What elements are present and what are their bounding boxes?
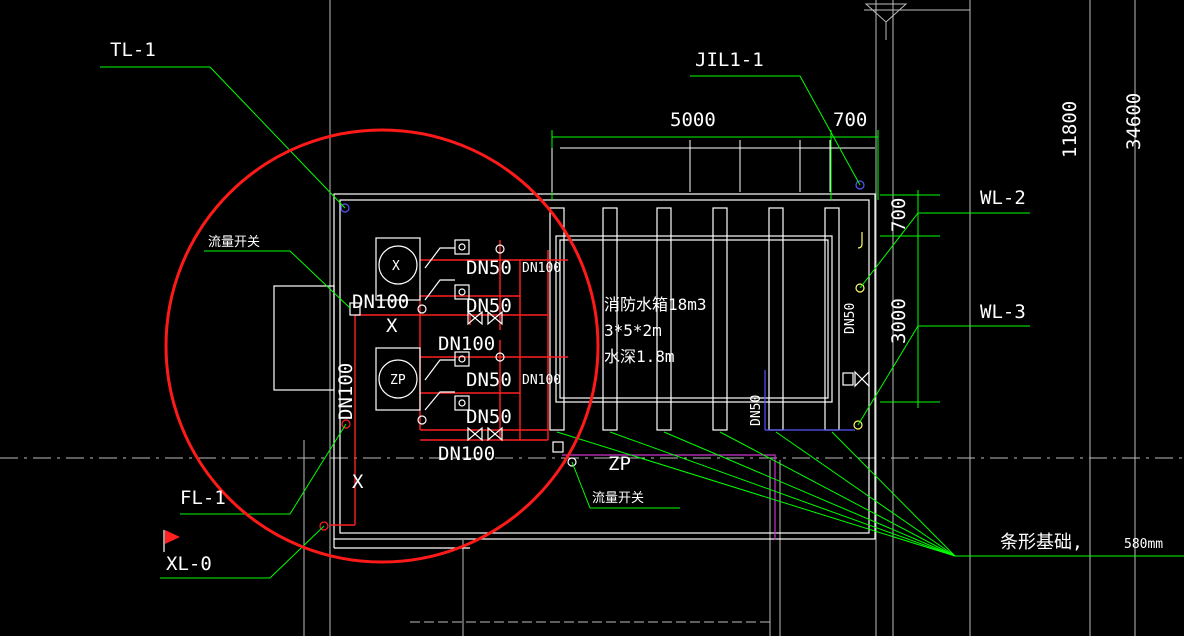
dimension-ticks <box>551 140 875 192</box>
foundation-strips <box>549 207 840 431</box>
label-dn50-a: DN50 <box>466 257 512 279</box>
tank-line-2: 3*5*2m <box>604 321 662 340</box>
dim-11800: 11800 <box>1059 101 1081 158</box>
label-dn100-small-b: DN100 <box>522 373 561 388</box>
label-pump-x: X <box>392 259 400 274</box>
room-outline <box>273 193 876 549</box>
label-dn50-tank: DN50 <box>843 303 858 334</box>
label-tl1: TL-1 <box>110 39 156 61</box>
label-zp: ZP <box>608 453 631 475</box>
label-dn100-b: DN100 <box>438 333 495 355</box>
water-tank <box>555 235 833 403</box>
label-wl2: WL-2 <box>980 187 1026 209</box>
dim-700-top: 700 <box>833 109 867 131</box>
valve-icon <box>349 302 870 453</box>
label-dn50-bottom: DN50 <box>749 395 764 426</box>
labels: TL-1 JIL1-1 5000 700 11800 34600 WL-2 WL… <box>110 39 1163 575</box>
dimension-lines <box>551 130 940 408</box>
label-jl1: JIL1-1 <box>695 49 764 71</box>
pump-units <box>375 237 470 411</box>
label-dn50-c: DN50 <box>466 369 512 391</box>
pump-icon <box>375 237 421 301</box>
label-foundation-dim: 580mm <box>1124 537 1163 552</box>
label-fl1: FL-1 <box>180 487 226 509</box>
drain-lines <box>562 370 855 540</box>
label-dn100-a: DN100 <box>352 291 409 313</box>
label-dn100-vertical: DN100 <box>335 363 357 420</box>
highlight-circle <box>164 128 600 564</box>
label-flow-switch-1: 流量开关 <box>208 235 260 250</box>
label-xl0: XL-0 <box>166 553 212 575</box>
label-dn50-d: DN50 <box>466 406 512 428</box>
dim-5000: 5000 <box>670 109 716 131</box>
label-x-2: X <box>352 471 364 493</box>
leader-lines <box>100 66 1184 579</box>
label-dn100-c: DN100 <box>438 443 495 465</box>
label-foundation: 条形基础, <box>1000 532 1083 553</box>
label-wl3: WL-3 <box>980 301 1026 323</box>
flag-icon <box>163 530 180 552</box>
cad-marks <box>857 232 863 249</box>
label-dn50-b: DN50 <box>466 295 512 317</box>
tank-line-1: 消防水箱18m3 <box>604 295 707 314</box>
label-x-1: X <box>386 315 398 337</box>
dim-700-right: 700 <box>888 198 910 232</box>
tank-line-3: 水深1.8m <box>604 347 675 366</box>
label-dn100-small-a: DN100 <box>522 261 561 276</box>
label-flow-switch-2: 流量开关 <box>592 491 644 506</box>
label-pump-zp: ZP <box>390 373 406 388</box>
dim-3000: 3000 <box>888 298 910 344</box>
pipe-network <box>330 240 568 526</box>
pump-icon <box>375 347 421 411</box>
riser-icon <box>319 180 865 531</box>
dim-34600: 34600 <box>1123 93 1145 150</box>
